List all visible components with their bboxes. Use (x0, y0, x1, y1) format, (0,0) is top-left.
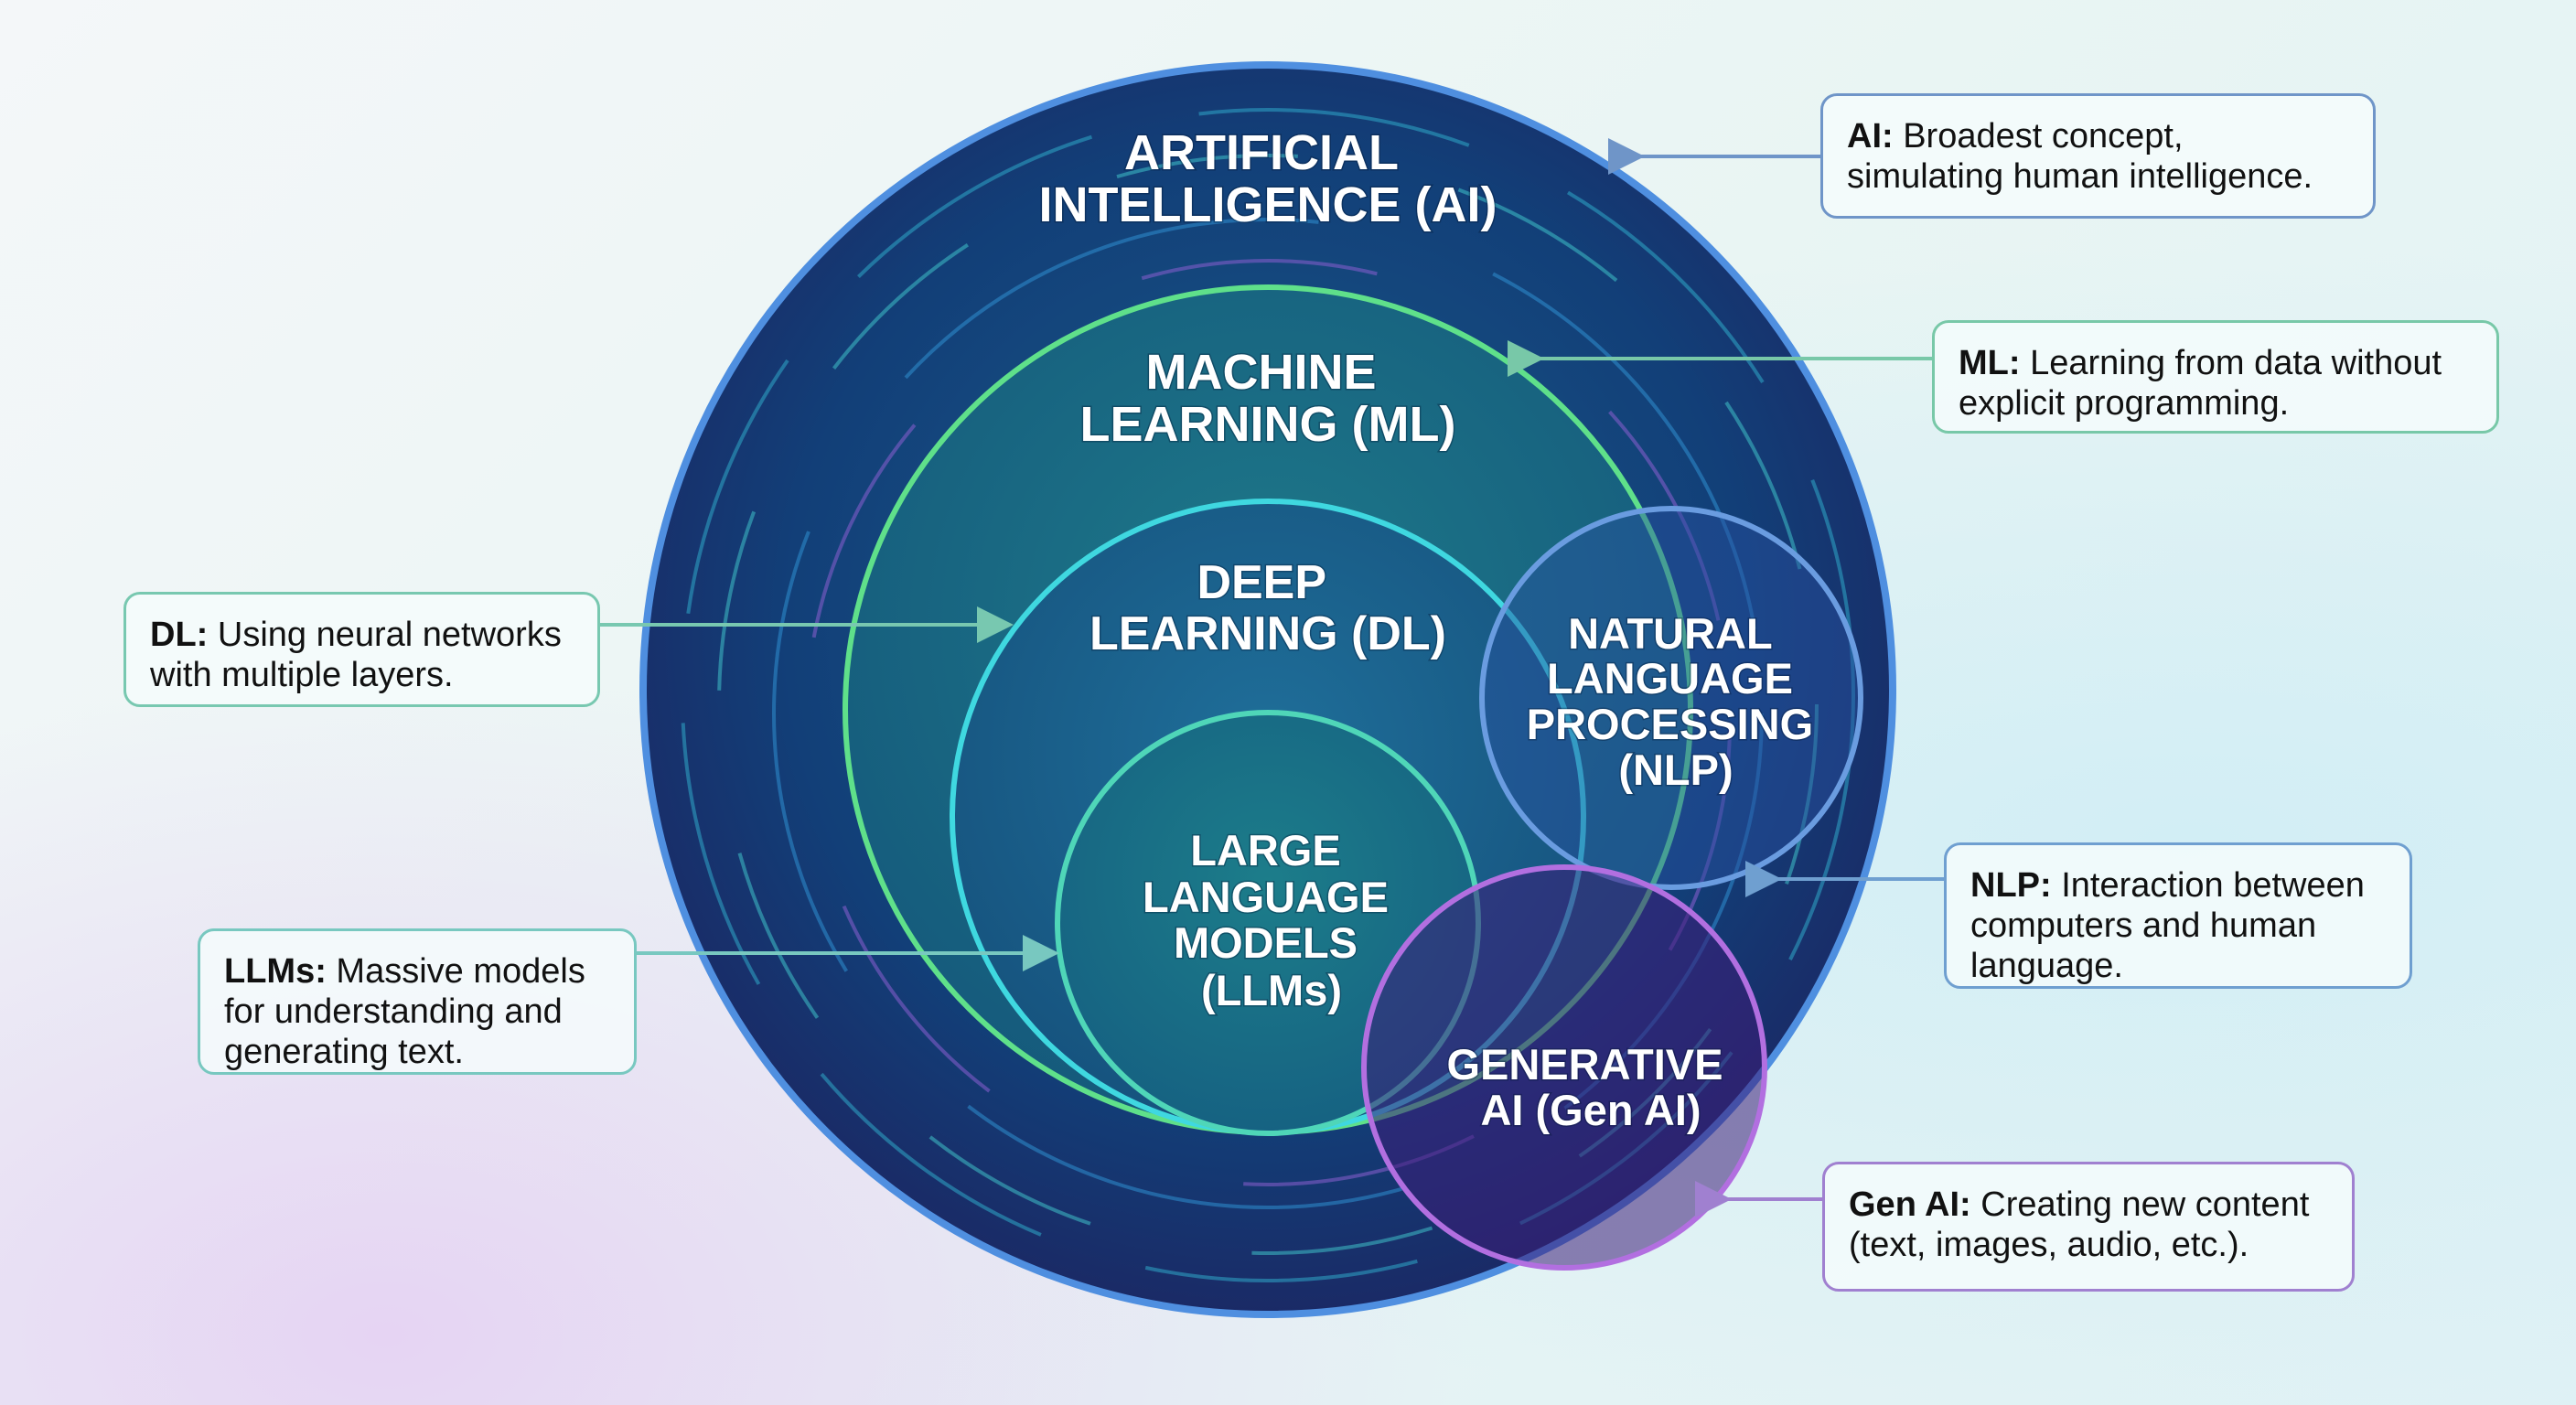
genai-label-line: AI (Gen AI) (1480, 1086, 1701, 1134)
ml-label-line: MACHINE (1145, 345, 1376, 400)
llm-label: LARGE LANGUAGE MODELS (LLMs) (1143, 826, 1401, 1014)
decorative-arcs (681, 108, 1855, 1282)
nlp-label-line: (NLP) (1618, 745, 1733, 794)
dl-label-line: LEARNING (DL) (1089, 607, 1446, 660)
genai-circle (1361, 864, 1767, 1271)
connector-arrows (600, 138, 1944, 1217)
dl-callout: DL: Using neural networks with multiple … (123, 592, 600, 707)
ml-callout: ML: Learning from data without explicit … (1932, 320, 2499, 434)
llm-label-line: LANGUAGE (1143, 873, 1389, 921)
ai-label: ARTIFICIAL INTELLIGENCE (AI) (1039, 125, 1497, 232)
genai-callout: Gen AI: Creating new content (text, imag… (1822, 1162, 2355, 1292)
callout-term: LLMs: (224, 952, 327, 991)
ml-label-line: LEARNING (ML) (1080, 397, 1456, 452)
nlp-circle (1479, 506, 1863, 890)
nlp-label-line: PROCESSING (1527, 700, 1813, 748)
llm-label-line: LARGE (1190, 826, 1341, 874)
callout-term: Gen AI: (1849, 1185, 1971, 1224)
ai-callout: AI: Broadest concept, simulating human i… (1820, 93, 2376, 219)
callout-term: NLP: (1970, 866, 2052, 905)
nlp-callout: NLP: Interaction between computers and h… (1944, 842, 2412, 989)
llm-label-line: MODELS (1174, 918, 1358, 967)
callout-term: DL: (150, 616, 209, 654)
callout-term: AI: (1847, 117, 1894, 156)
ml-label: MACHINE LEARNING (ML) (1080, 345, 1456, 452)
nlp-label: NATURAL LANGUAGE PROCESSING (NLP) (1527, 609, 1825, 794)
callout-text: Creating new content (text, images, audi… (1849, 1185, 2310, 1264)
dl-label-line: DEEP (1197, 556, 1326, 609)
llm-callout: LLMs: Massive models for understanding a… (198, 928, 637, 1075)
callout-text: Massive models for understanding and gen… (224, 952, 585, 1071)
dl-label: DEEP LEARNING (DL) (1089, 556, 1446, 660)
genai-label-line: GENERATIVE (1446, 1040, 1723, 1089)
callout-text: Using neural networks with multiple laye… (150, 616, 562, 694)
ai-label-line: INTELLIGENCE (AI) (1039, 177, 1497, 232)
llm-label-line: (LLMs) (1201, 966, 1342, 1014)
nlp-label-line: LANGUAGE (1547, 654, 1793, 702)
nlp-label-line: NATURAL (1568, 609, 1772, 658)
callout-term: ML: (1959, 344, 2021, 382)
ai-label-line: ARTIFICIAL (1124, 125, 1398, 180)
callout-text: Interaction between computers and human … (1970, 866, 2365, 985)
callout-text: Learning from data without explicit prog… (1959, 344, 2442, 423)
callout-text: Broadest concept, simulating human intel… (1847, 117, 2313, 196)
genai-label: GENERATIVE AI (Gen AI) (1446, 1040, 1734, 1134)
